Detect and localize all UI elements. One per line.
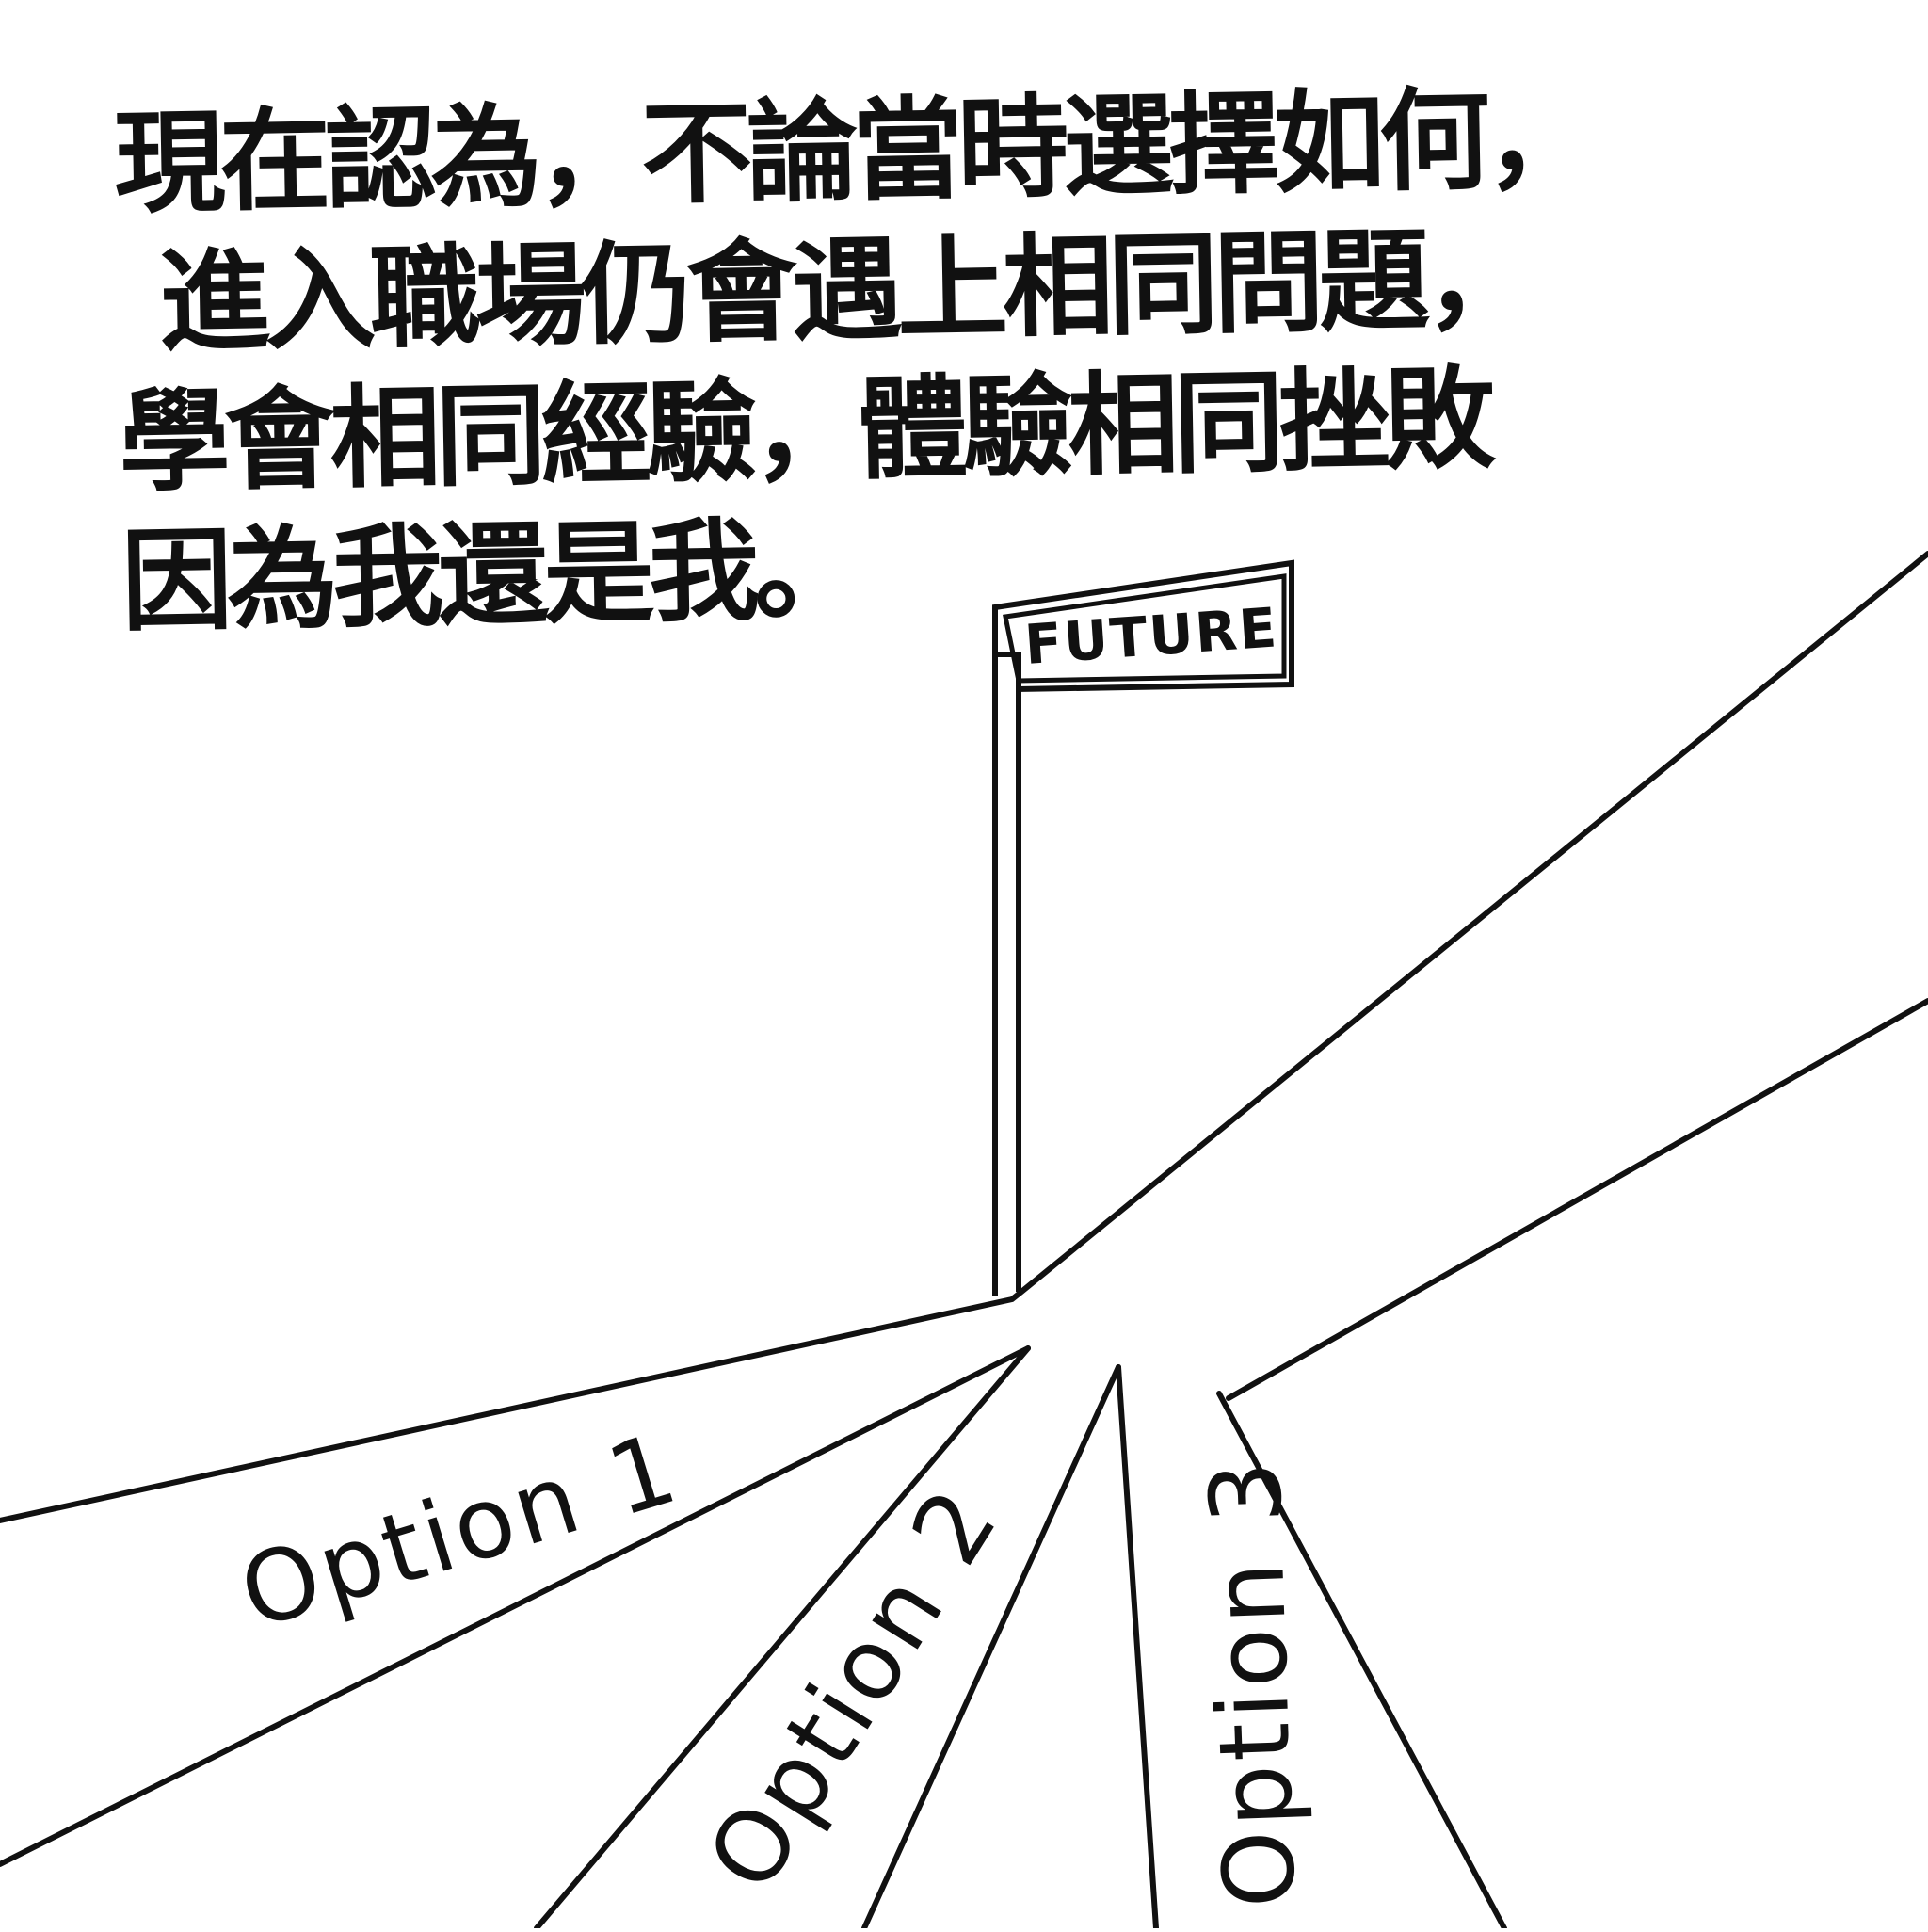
option-1-lower-edge: [0, 1345, 1031, 1867]
main-road-left-edge: [0, 551, 1928, 1523]
signpost-board-outer: [992, 559, 1294, 693]
caption-line-4: 因為我還是我。: [120, 504, 861, 647]
caption-line-1: 現在認為，不論當時選擇如何，: [113, 72, 1592, 229]
handwritten-caption: 現在認為，不論當時選擇如何， 進入職場仍會遇上相同問題， 學會相同經驗，體驗相同…: [113, 72, 1592, 652]
main-road: [0, 551, 1928, 1523]
option-3-right-edge: [1216, 1391, 1507, 1931]
main-road-right-edge: [1226, 998, 1928, 1401]
road-option-2: [534, 1345, 1121, 1931]
caption-line-3: 學會相同經驗，體驗相同挫敗: [118, 353, 1491, 507]
road-option-3: [1116, 1364, 1507, 1931]
signpost-board-inner: [1003, 573, 1287, 684]
caption-line-2: 進入職場仍會遇上相同問題，: [157, 213, 1531, 368]
option-2-left-edge: [534, 1345, 1031, 1931]
option-3-left-edge: [1116, 1364, 1159, 1931]
road-option-1: [0, 1345, 1031, 1867]
option-1-label: Option 1: [228, 1409, 692, 1651]
future-signpost: FUTURE: [992, 559, 1294, 1296]
option-2-right-edge: [861, 1364, 1121, 1931]
option-3-label: Option 3: [1187, 1456, 1318, 1909]
